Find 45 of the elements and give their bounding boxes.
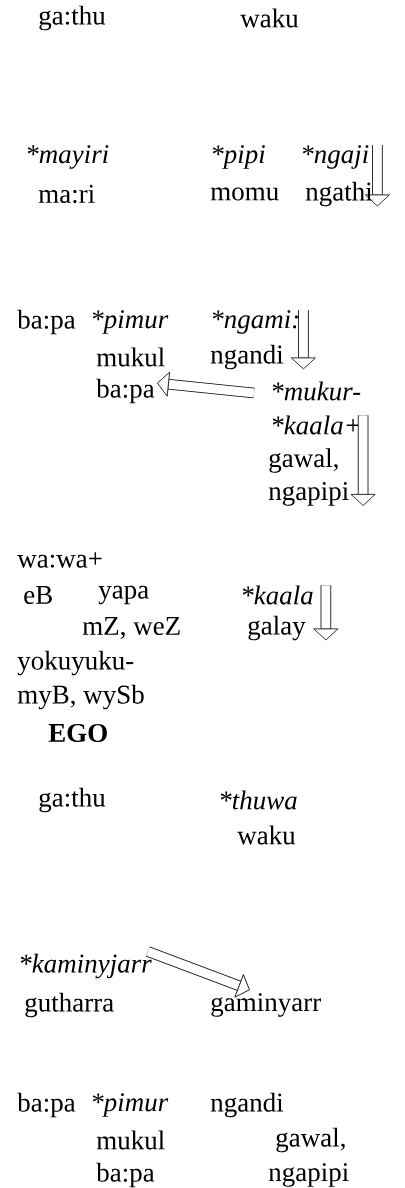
word: ngapipi xyxy=(268,1163,349,1187)
word: ba:pa xyxy=(17,1092,76,1118)
word: eB xyxy=(24,586,52,604)
word: *kaala xyxy=(242,585,313,605)
word: momu xyxy=(210,187,279,201)
word: yokuyuku- xyxy=(17,650,134,676)
word: waku xyxy=(240,8,299,28)
word: *kaala+ xyxy=(272,415,360,435)
word: gutharra xyxy=(25,992,114,1018)
word: mukul xyxy=(96,1130,165,1150)
word: ngandi xyxy=(210,344,284,370)
word: gawal, xyxy=(276,1127,345,1153)
word: *mukur- xyxy=(272,381,361,401)
word: *kaminyjarr xyxy=(20,953,152,979)
word: *ngaji xyxy=(302,145,369,169)
word: *mayiri xyxy=(27,145,109,169)
word: gawal, ngapipi xyxy=(268,448,349,506)
word: ga:thu xyxy=(39,5,106,31)
word: yapa xyxy=(98,585,149,605)
block-arrow xyxy=(364,145,390,207)
word: ngandi xyxy=(210,1092,284,1118)
word: *pimur xyxy=(92,310,169,334)
word: ngathi xyxy=(305,181,373,207)
word: ba:pa xyxy=(96,1162,155,1188)
word: ga:thu xyxy=(39,787,106,813)
word: ba:pa xyxy=(17,309,76,335)
word: *pipi xyxy=(212,145,265,169)
word: *ngami: xyxy=(212,310,299,334)
word: mukul xyxy=(96,347,165,367)
block-arrow xyxy=(146,946,250,998)
word: ba:pa xyxy=(96,378,155,404)
block-arrow xyxy=(157,371,255,399)
word: gaminyarr xyxy=(211,993,321,1017)
word: myB, wySb xyxy=(17,684,144,710)
word: wa:wa+ xyxy=(17,552,102,568)
block-arrow xyxy=(350,415,376,506)
block-arrow xyxy=(313,585,339,641)
heading: EGO xyxy=(48,723,107,743)
word: *thuwa xyxy=(220,790,297,810)
word: ma:ri xyxy=(38,184,95,204)
word: *pimur xyxy=(92,1093,169,1117)
word: galay xyxy=(248,615,306,641)
word: waku xyxy=(237,825,296,845)
block-arrow xyxy=(290,310,316,370)
word: mZ, weZ xyxy=(82,617,180,639)
